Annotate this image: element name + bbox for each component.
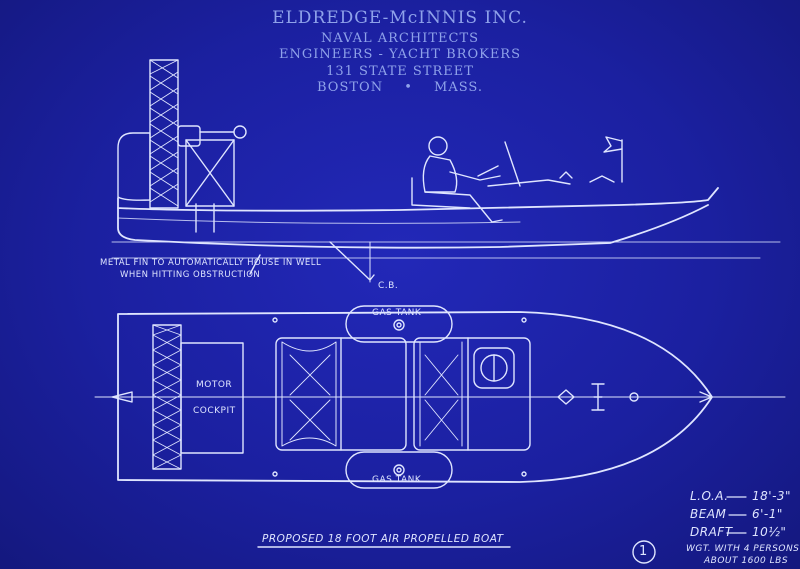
- gas-tank-top: [345, 305, 453, 343]
- gas-tank-label-top: GAS TANK: [372, 308, 422, 318]
- firm-separator: •: [404, 80, 413, 95]
- driver-figure: [411, 136, 503, 223]
- fin-note-line-2: WHEN HITTING OBSTRUCTION: [120, 270, 261, 280]
- drawing-title: PROPOSED 18 FOOT AIR PROPELLED BOAT: [262, 533, 504, 545]
- gas-tank-label-bottom: GAS TANK: [372, 475, 422, 485]
- firm-city-line: BOSTON • MASS.: [200, 80, 600, 95]
- weight-line-1: WGT. WITH 4 PERSONS: [686, 544, 800, 554]
- hull-deck-line: [117, 187, 719, 212]
- propeller-tower: [149, 59, 179, 209]
- spec-loa-label: L.O.A.: [690, 489, 729, 503]
- plan-view: [94, 305, 786, 489]
- bow-flag: [603, 136, 623, 153]
- motor-label: MOTOR: [196, 380, 233, 390]
- fin-note-line-1: METAL FIN TO AUTOMATICALLY HOUSE IN WELL: [100, 258, 322, 268]
- firm-name: ELDREDGE-McINNIS INC.: [272, 8, 528, 28]
- profile-view: [111, 59, 781, 283]
- cb-label: C.B.: [378, 281, 399, 291]
- sheet-number: 1: [639, 544, 648, 559]
- sheet-number-circle: [632, 540, 656, 564]
- spec-beam-value: 6'-1": [752, 507, 783, 521]
- weight-line-2: ABOUT 1600 LBS: [704, 556, 789, 566]
- firm-city: BOSTON: [317, 80, 384, 95]
- bow-fitting: [557, 389, 575, 405]
- hull-bottom-line: [117, 204, 709, 249]
- spec-loa-value: 18'-3": [752, 489, 792, 503]
- front-seat: [413, 337, 531, 451]
- firm-line-2: ENGINEERS - YACHT BROKERS: [278, 47, 522, 62]
- firm-state: MASS.: [434, 80, 483, 95]
- rudder-housing: [117, 132, 151, 201]
- cockpit-label: COCKPIT: [193, 406, 236, 416]
- spec-draft-label: DRAFT: [690, 525, 733, 539]
- firm-address: 131 STATE STREET: [326, 64, 474, 79]
- engine-frame: [185, 139, 235, 207]
- spec-beam-label: BEAM: [690, 507, 727, 521]
- motor-cockpit-box: [180, 342, 244, 454]
- gas-tank-bottom: [345, 451, 453, 489]
- firm-line-1: NAVAL ARCHITECTS: [320, 31, 480, 46]
- spec-draft-value: 10½": [752, 525, 787, 539]
